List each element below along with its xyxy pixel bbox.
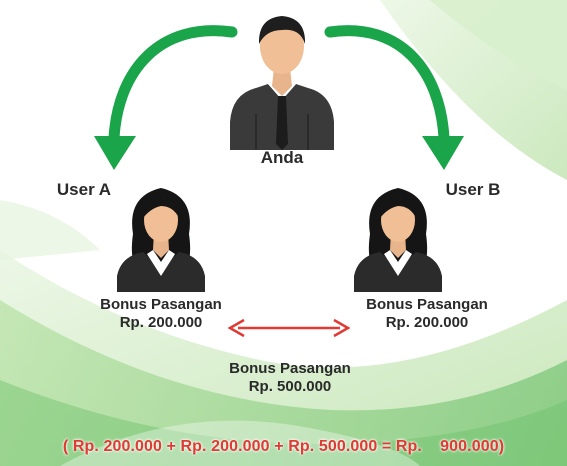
pair-bonus-title: Bonus Pasangan — [229, 360, 351, 377]
user-a-bonus-amount: Rp. 200.000 — [119, 314, 203, 331]
center-user-name: Anda — [260, 148, 304, 167]
arrow-head-user-a — [94, 136, 136, 170]
female-user-icon — [354, 188, 442, 292]
user-b-bonus-title: Bonus Pasangan — [366, 296, 488, 313]
user-b-name: User B — [445, 180, 501, 199]
female-user-icon — [117, 188, 205, 292]
pair-arrow-head-right — [333, 318, 351, 338]
user-a-name: User A — [56, 180, 112, 199]
arrow-to-user-a — [108, 25, 238, 144]
male-user-icon — [230, 16, 334, 150]
arrow-to-user-b — [324, 25, 450, 144]
arrow-head-user-b — [422, 136, 464, 170]
pair-bonus-amount: Rp. 500.000 — [248, 378, 332, 395]
user-b-bonus-amount: Rp. 200.000 — [385, 314, 469, 331]
user-a-bonus-title: Bonus Pasangan — [100, 296, 222, 313]
bonus-formula: ( Rp. 200.000 + Rp. 200.000 + Rp. 500.00… — [62, 438, 505, 455]
pair-arrow-head-left — [227, 318, 245, 338]
